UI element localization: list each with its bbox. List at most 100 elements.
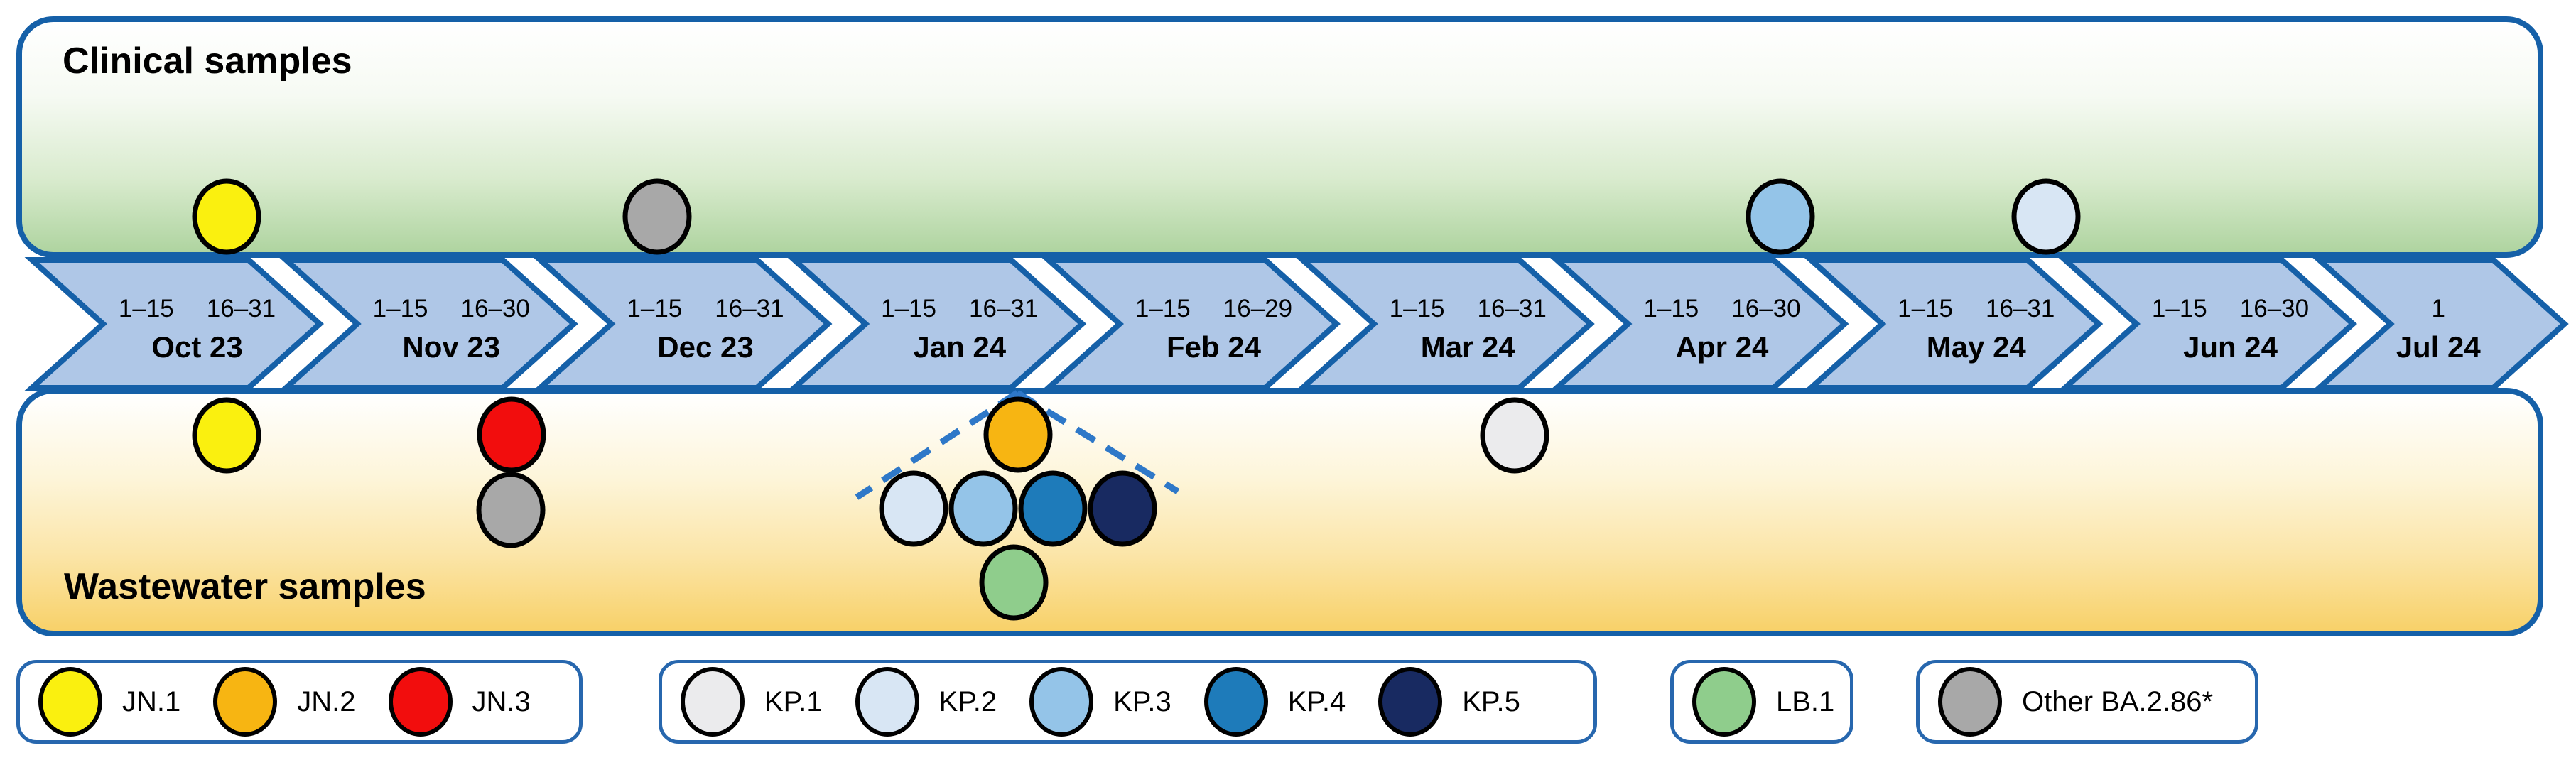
legend-label-JN.1: JN.1: [122, 685, 181, 717]
legend-label-JN.3: JN.3: [472, 685, 531, 717]
range-second-half: 16–30: [1731, 295, 1801, 322]
legend-dot-KP.5: [1378, 667, 1443, 737]
legend-label-JN.2: JN.2: [297, 685, 356, 717]
legend-group-kp: KP.1 KP.2 KP.3 KP.4 KP.5: [659, 660, 1597, 744]
half-month-ranges: 1–15 16–30: [2122, 294, 2339, 324]
clinical-panel-title: Clinical samples: [63, 40, 352, 82]
legend-item-LB.1: LB.1: [1692, 667, 1834, 737]
legend-dot-KP.1: [681, 667, 745, 737]
half-month-ranges: 1–15 16–31: [89, 294, 305, 324]
legend-group-other: Other BA.2.86*: [1916, 660, 2258, 744]
range-first-half: 1–15: [118, 295, 174, 322]
month-label: Apr 24: [1675, 330, 1769, 364]
legend-label-KP.1: KP.1: [764, 685, 823, 717]
range-first-half: 1–15: [1898, 295, 1954, 322]
legend-dot-JN.1: [38, 667, 102, 737]
legend-item-JN.2: JN.2: [213, 667, 356, 737]
clinical-dot-KP.2: [2011, 178, 2081, 255]
wastewater-dot-KP.2: [879, 470, 948, 547]
range-first-half: 1–15: [1389, 295, 1445, 322]
wastewater-dot-JN.3: [477, 396, 546, 473]
range-first-half: 1–15: [881, 295, 937, 322]
range-first-half: 1–15: [2151, 295, 2207, 322]
range-second-half: 16–30: [460, 295, 530, 322]
wastewater-dot-KP.3: [948, 470, 1018, 547]
range-first-half: 1–15: [1135, 295, 1191, 322]
wastewater-dot-KP.5: [1088, 470, 1157, 547]
clinical-panel: [16, 16, 2543, 258]
legend-dot-KP.4: [1203, 667, 1268, 737]
month-label: Feb 24: [1166, 330, 1262, 364]
legend-dot-KP.3: [1029, 667, 1094, 737]
legend-label-OTHER: Other BA.2.86*: [2022, 685, 2214, 717]
half-month-ranges: 1–15 16–30: [343, 294, 560, 324]
legend-dot-JN.3: [388, 667, 453, 737]
half-month-ranges: 1–15 16–31: [851, 294, 1068, 324]
half-month-ranges: 1–15 16–31: [1868, 294, 2084, 324]
wastewater-dot-KP.4: [1018, 470, 1088, 547]
legend-item-KP.1: KP.1: [681, 667, 823, 737]
wastewater-dot-KP.1: [1480, 397, 1549, 474]
wastewater-dot-OTHER: [476, 472, 546, 548]
range-first-half: 1: [2431, 295, 2445, 322]
range-second-half: 16–31: [206, 295, 276, 322]
legend-item-OTHER: Other BA.2.86*: [1938, 667, 2213, 737]
legend-dot-KP.2: [855, 667, 919, 737]
wastewater-panel: [16, 388, 2543, 636]
legend-group-lb: LB.1: [1670, 660, 1853, 744]
legend-item-KP.2: KP.2: [855, 667, 997, 737]
range-second-half: 16–29: [1223, 295, 1293, 322]
half-month-ranges: 1: [2352, 294, 2526, 324]
legend-label-KP.3: KP.3: [1113, 685, 1171, 717]
legend-label-KP.4: KP.4: [1287, 685, 1346, 717]
month-label: Mar 24: [1420, 330, 1515, 364]
range-second-half: 16–31: [1986, 295, 2055, 322]
legend-dot-JN.2: [213, 667, 278, 737]
half-month-ranges: 1–15 16–31: [1360, 294, 1576, 324]
legend-label-LB.1: LB.1: [1776, 685, 1835, 717]
month-label: May 24: [1926, 330, 2026, 364]
legend-item-KP.3: KP.3: [1029, 667, 1171, 737]
range-first-half: 1–15: [627, 295, 683, 322]
clinical-dot-JN.1: [192, 178, 261, 255]
legend-item-JN.3: JN.3: [388, 667, 531, 737]
month-label: Oct 23: [151, 330, 243, 364]
wastewater-dot-JN.1: [192, 397, 261, 474]
half-month-ranges: 1–15 16–29: [1105, 294, 1322, 324]
legend-dot-OTHER: [1938, 667, 2002, 737]
range-second-half: 16–31: [969, 295, 1039, 322]
wastewater-dot-JN.2: [983, 396, 1053, 473]
month-label: Nov 23: [402, 330, 501, 364]
range-first-half: 1–15: [372, 295, 428, 322]
month-label: Jun 24: [2182, 330, 2278, 364]
range-first-half: 1–15: [1643, 295, 1699, 322]
range-second-half: 16–30: [2239, 295, 2310, 322]
legend-item-KP.5: KP.5: [1378, 667, 1520, 737]
legend-label-KP.5: KP.5: [1462, 685, 1520, 717]
legend-group-jn: JN.1 JN.2 JN.3: [16, 660, 583, 744]
legend-label-KP.2: KP.2: [938, 685, 997, 717]
month-label: Dec 23: [657, 330, 754, 364]
legend-dot-LB.1: [1692, 667, 1756, 737]
legend-item-JN.1: JN.1: [38, 667, 180, 737]
legend-item-KP.4: KP.4: [1203, 667, 1346, 737]
month-label: Jan 24: [913, 330, 1007, 364]
clinical-dot-OTHER: [622, 178, 692, 255]
clinical-dot-KP.3: [1746, 178, 1815, 255]
month-label: Jul 24: [2396, 330, 2481, 364]
range-second-half: 16–31: [1477, 295, 1547, 322]
half-month-ranges: 1–15 16–30: [1614, 294, 1831, 324]
wastewater-dot-LB.1: [979, 544, 1049, 621]
